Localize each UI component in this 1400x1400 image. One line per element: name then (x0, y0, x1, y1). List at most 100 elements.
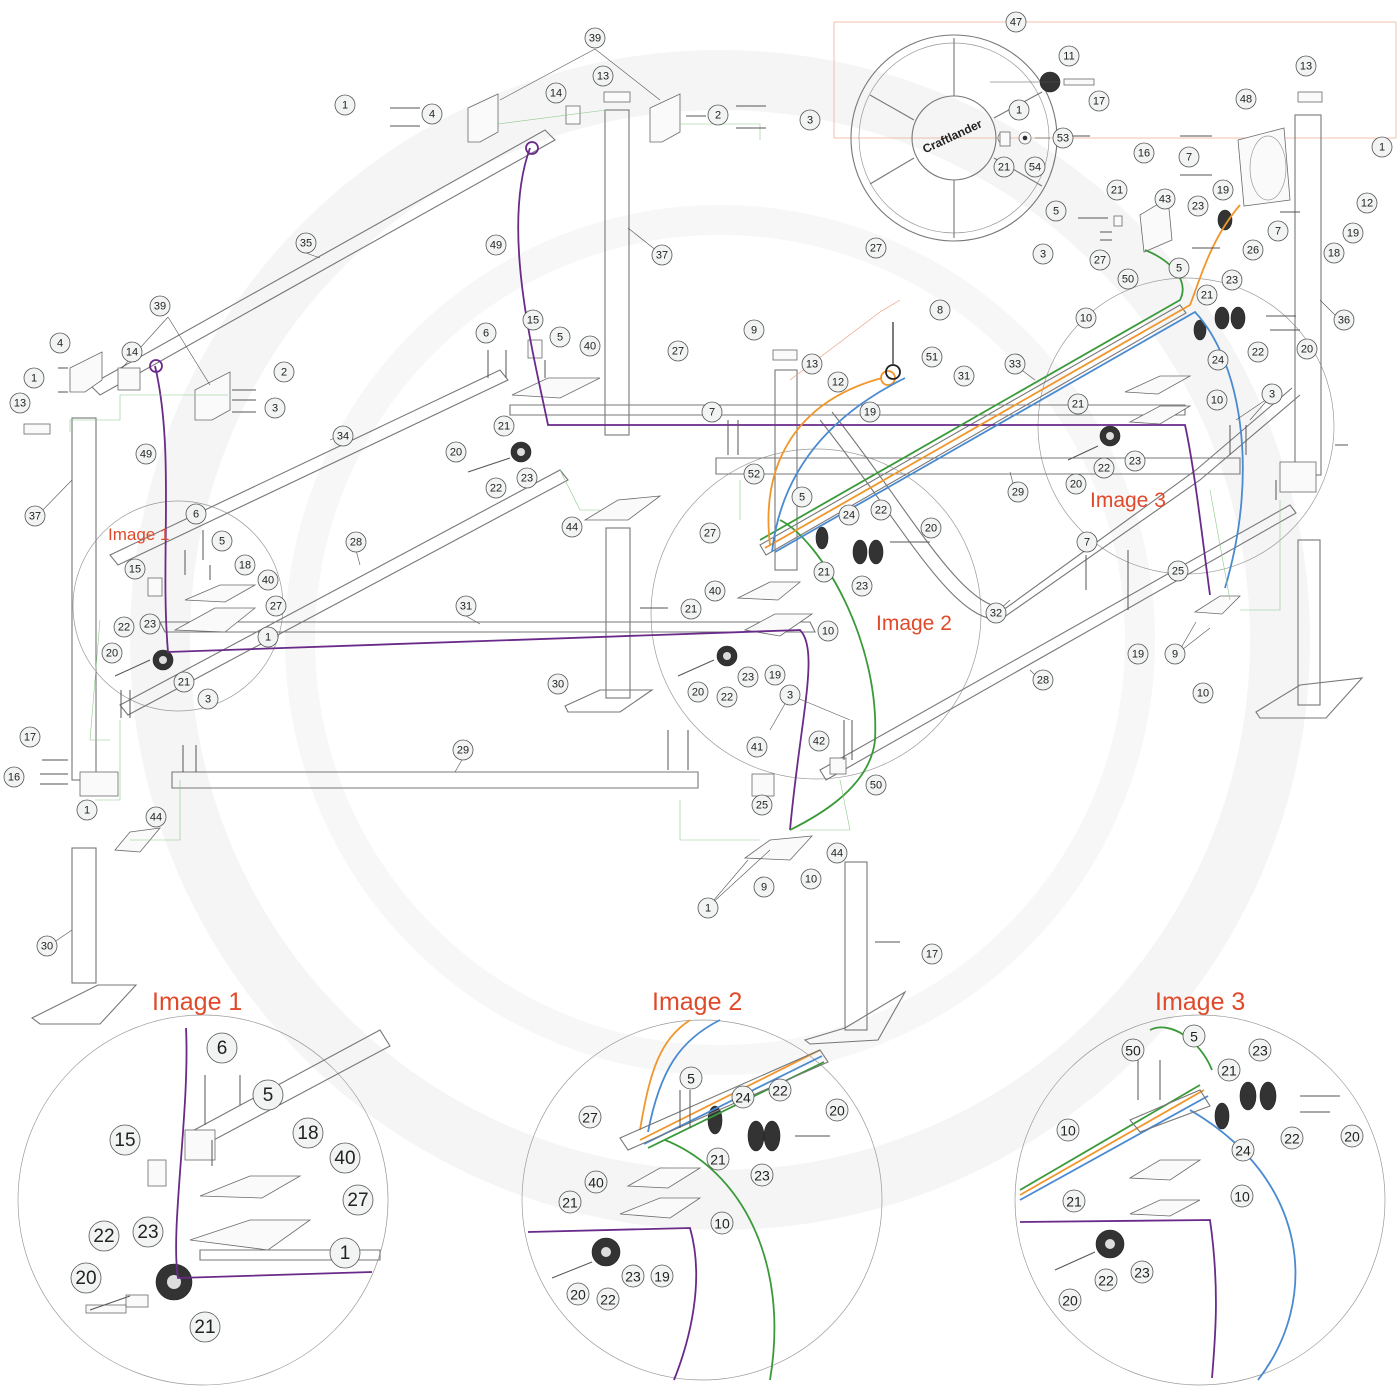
svg-text:1: 1 (265, 632, 271, 644)
svg-text:21: 21 (1111, 185, 1123, 197)
svg-text:1: 1 (84, 805, 90, 817)
part-callout-20: 20 (566, 1282, 590, 1306)
svg-text:22: 22 (772, 1083, 788, 1099)
part-callout-31: 31 (953, 365, 975, 387)
svg-text:47: 47 (1010, 17, 1022, 29)
svg-text:23: 23 (856, 581, 868, 593)
part-callout-27: 27 (265, 595, 287, 617)
svg-text:49: 49 (140, 449, 152, 461)
svg-text:21: 21 (562, 1195, 578, 1211)
part-callout-1: 1 (329, 1237, 361, 1269)
svg-text:16: 16 (1138, 148, 1150, 160)
svg-text:19: 19 (1347, 228, 1359, 240)
svg-text:21: 21 (178, 677, 190, 689)
svg-text:22: 22 (490, 483, 502, 495)
svg-text:14: 14 (126, 347, 138, 359)
part-callout-4: 4 (421, 103, 443, 125)
part-callout-21: 21 (1217, 1058, 1241, 1082)
svg-text:33: 33 (1009, 359, 1021, 371)
part-callout-23: 23 (851, 575, 873, 597)
part-callout-54: 54 (1024, 156, 1046, 178)
part-callout-23: 23 (621, 1264, 645, 1288)
svg-text:20: 20 (450, 447, 462, 459)
svg-text:28: 28 (1037, 675, 1049, 687)
svg-text:5: 5 (687, 1071, 695, 1087)
part-callout-9: 9 (1164, 643, 1186, 665)
part-callout-3: 3 (197, 688, 219, 710)
part-callout-12: 12 (827, 371, 849, 393)
part-callout-12: 12 (1356, 192, 1378, 214)
detail-label-image3-small: Image 3 (1090, 489, 1166, 512)
svg-text:29: 29 (1012, 487, 1024, 499)
svg-text:22: 22 (875, 505, 887, 517)
svg-text:5: 5 (263, 1085, 274, 1106)
part-callout-20: 20 (1058, 1288, 1082, 1312)
svg-text:50: 50 (870, 780, 882, 792)
svg-text:18: 18 (1328, 248, 1340, 260)
svg-text:48: 48 (1240, 94, 1252, 106)
svg-text:3: 3 (1040, 249, 1046, 261)
svg-text:40: 40 (334, 1148, 355, 1169)
svg-text:21: 21 (1201, 290, 1213, 302)
part-callout-52: 52 (743, 463, 765, 485)
svg-text:17: 17 (1093, 96, 1105, 108)
svg-text:10: 10 (805, 874, 817, 886)
part-callout-21: 21 (680, 598, 702, 620)
part-callout-27: 27 (667, 340, 689, 362)
part-callout-4: 4 (49, 332, 71, 354)
part-callout-21: 21 (993, 156, 1015, 178)
part-callout-20: 20 (825, 1098, 849, 1122)
svg-text:6: 6 (217, 1038, 228, 1059)
part-callout-29: 29 (452, 739, 474, 761)
svg-text:53: 53 (1057, 133, 1069, 145)
part-callout-10: 10 (710, 1211, 734, 1235)
svg-text:29: 29 (457, 745, 469, 757)
svg-text:40: 40 (588, 1175, 604, 1191)
part-callout-23: 23 (132, 1216, 164, 1248)
part-callout-22: 22 (716, 686, 738, 708)
part-callout-24: 24 (1231, 1138, 1255, 1162)
part-callout-33: 33 (1004, 353, 1026, 375)
part-callout-22: 22 (485, 477, 507, 499)
part-callout-7: 7 (1076, 531, 1098, 553)
svg-text:40: 40 (709, 586, 721, 598)
part-callout-16: 16 (1133, 142, 1155, 164)
part-callout-20: 20 (920, 517, 942, 539)
svg-text:31: 31 (460, 601, 472, 613)
svg-text:22: 22 (118, 622, 130, 634)
svg-text:3: 3 (205, 694, 211, 706)
svg-text:25: 25 (756, 800, 768, 812)
svg-text:9: 9 (761, 882, 767, 894)
svg-text:23: 23 (1134, 1265, 1150, 1281)
part-callout-32: 32 (985, 602, 1007, 624)
part-callout-19: 19 (1342, 222, 1364, 244)
part-callout-3: 3 (264, 397, 286, 419)
part-callout-1: 1 (257, 626, 279, 648)
svg-text:49: 49 (490, 240, 502, 252)
svg-text:3: 3 (1269, 389, 1275, 401)
part-callout-21: 21 (173, 671, 195, 693)
svg-text:5: 5 (219, 536, 225, 548)
svg-text:18: 18 (239, 560, 251, 572)
part-callout-22: 22 (1280, 1126, 1304, 1150)
part-callout-50: 50 (1117, 268, 1139, 290)
guide-lines (69, 109, 1281, 841)
part-callout-5: 5 (791, 486, 813, 508)
svg-text:23: 23 (1129, 456, 1141, 468)
svg-text:7: 7 (1186, 152, 1192, 164)
svg-text:40: 40 (584, 341, 596, 353)
svg-text:44: 44 (566, 522, 578, 534)
svg-text:20: 20 (570, 1287, 586, 1303)
part-callout-41: 41 (746, 736, 768, 758)
svg-text:27: 27 (270, 601, 282, 613)
part-callout-21: 21 (558, 1190, 582, 1214)
svg-text:20: 20 (925, 523, 937, 535)
svg-text:20: 20 (1062, 1293, 1078, 1309)
part-callout-7: 7 (701, 401, 723, 423)
svg-text:2: 2 (715, 110, 721, 122)
svg-text:3: 3 (807, 115, 813, 127)
part-callout-23: 23 (1124, 450, 1146, 472)
part-callout-40: 40 (704, 580, 726, 602)
rollers (152, 209, 1277, 1301)
svg-text:10: 10 (822, 626, 834, 638)
